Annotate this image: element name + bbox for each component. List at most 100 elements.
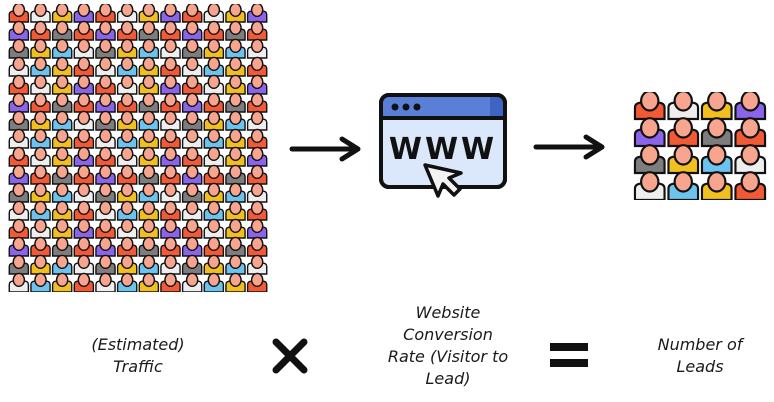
traffic-label: (Estimated) Traffic [91,335,185,376]
person-icon [225,20,246,41]
person-icon [51,254,73,275]
person-icon [95,236,116,257]
person-icon [51,110,73,131]
person-icon [73,164,95,185]
person-icon [30,92,51,113]
person-icon [203,110,225,131]
person-icon [8,200,30,221]
person-icon [181,56,203,77]
person-icon [181,74,203,95]
person-icon [51,92,73,113]
person-icon [8,218,30,239]
person-icon [734,144,767,175]
person-icon [203,74,225,95]
conversion-rate-label: Website Conversion Rate (Visitor to Lead… [387,303,509,388]
leads-label: Number of Leads [657,335,743,376]
person-icon [8,74,30,95]
person-icon [138,182,160,203]
person-icon [138,272,160,292]
person-icon [116,110,138,131]
person-icon [8,128,30,149]
person-icon [225,272,246,292]
person-icon [203,200,225,221]
person-icon [116,128,138,149]
person-icon [700,92,733,121]
person-icon [51,20,73,41]
person-icon [181,4,203,23]
person-icon [30,4,51,23]
person-icon [734,92,767,121]
person-icon [30,272,51,292]
person-icon [181,254,203,275]
person-icon [138,110,160,131]
person-icon [8,272,30,292]
person-icon [30,128,51,149]
person-icon [246,200,268,221]
person-icon [246,272,268,292]
person-icon [95,146,116,167]
person-icon [95,56,116,77]
person-icon [225,128,246,149]
person-icon [203,254,225,275]
person-icon [95,38,116,59]
person-icon [203,146,225,167]
person-icon [116,218,138,239]
person-icon [95,254,116,275]
person-icon [667,144,700,175]
browser-www-icon: WWW [379,93,507,198]
person-icon [160,254,181,275]
person-icon [633,144,666,175]
person-icon [667,171,700,200]
person-icon [160,128,181,149]
person-icon [246,236,268,257]
person-icon [51,146,73,167]
person-icon [116,182,138,203]
person-icon [181,92,203,113]
person-icon [700,144,733,175]
person-icon [73,200,95,221]
person-icon [160,146,181,167]
person-icon [116,4,138,23]
person-icon [138,146,160,167]
person-icon [160,20,181,41]
person-icon [116,272,138,292]
person-icon [246,4,268,23]
person-icon [181,110,203,131]
person-icon [73,146,95,167]
person-icon [95,92,116,113]
person-icon [73,92,95,113]
person-icon [8,56,30,77]
person-icon [116,146,138,167]
person-icon [30,254,51,275]
person-icon [203,92,225,113]
person-icon [246,182,268,203]
arrow-right-icon [533,134,605,160]
person-icon [160,272,181,292]
person-icon [246,92,268,113]
person-icon [95,164,116,185]
person-icon [246,74,268,95]
cursor-icon [423,163,463,198]
person-icon [51,128,73,149]
person-icon [181,20,203,41]
person-icon [138,218,160,239]
person-icon [138,38,160,59]
person-icon [225,218,246,239]
person-icon [8,20,30,41]
person-icon [181,200,203,221]
person-icon [225,56,246,77]
person-icon [246,254,268,275]
person-icon [116,20,138,41]
equals-icon [550,343,588,367]
person-icon [225,4,246,23]
person-icon [73,74,95,95]
person-icon [160,38,181,59]
person-icon [160,182,181,203]
person-icon [30,182,51,203]
person-icon [73,218,95,239]
person-icon [8,146,30,167]
person-icon [203,38,225,59]
multiply-icon [272,338,308,374]
person-icon [8,110,30,131]
person-icon [138,164,160,185]
